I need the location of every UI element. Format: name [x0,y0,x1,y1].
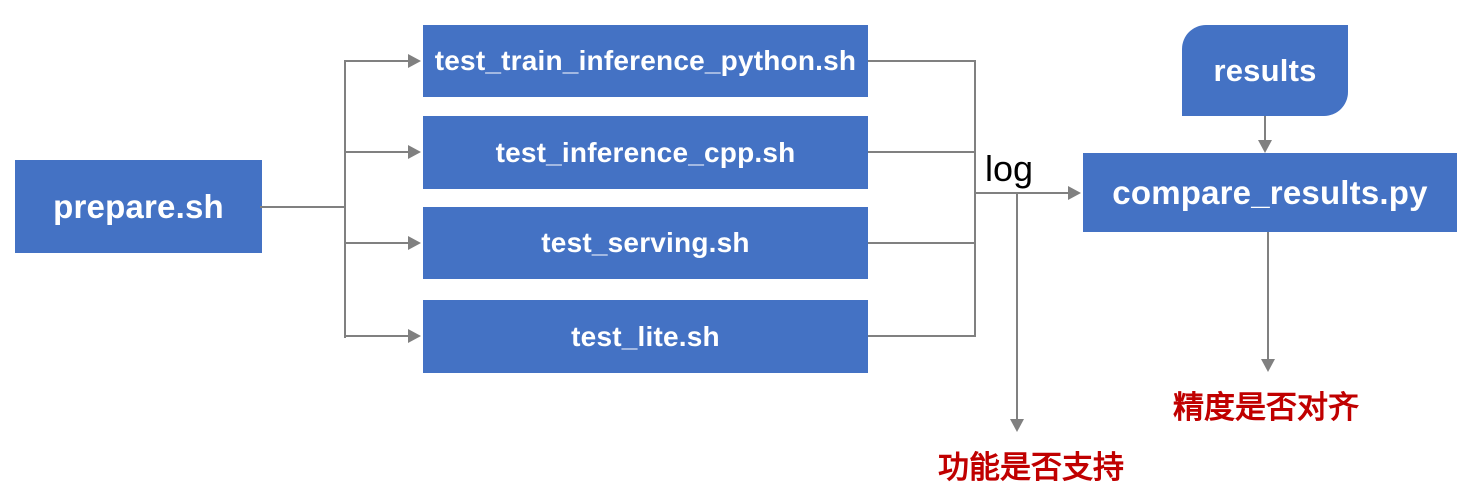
connector-branch-test1 [344,60,408,62]
arrowhead-into-compare-top-icon [1258,140,1272,153]
arrowhead-into-test4-icon [408,329,421,343]
connector-test2-out [868,151,976,153]
arrowhead-function-support-icon [1010,419,1024,432]
node-results: results [1182,25,1348,116]
node-prepare-sh: prepare.sh [15,160,262,253]
function-support-label: 功能是否支持 [938,450,1124,485]
connector-left-trunk [344,60,346,338]
node-test-train-inference-python-sh: test_train_inference_python.sh [423,25,868,97]
connector-branch-test3 [344,242,408,244]
connector-log-to-compare [974,192,1068,194]
arrowhead-into-compare-icon [1068,186,1081,200]
log-label: log [985,148,1034,189]
node-compare-results-py: compare_results.py [1083,153,1457,232]
connector-branch-test4 [344,335,408,337]
connector-test3-out [868,242,976,244]
arrowhead-into-test1-icon [408,54,421,68]
connector-test4-out [868,335,976,337]
arrowhead-into-test2-icon [408,145,421,159]
node-test-lite-sh: test_lite.sh [423,300,868,373]
node-test-inference-cpp-sh: test_inference_cpp.sh [423,116,868,189]
arrowhead-into-test3-icon [408,236,421,250]
precision-aligned-label: 精度是否对齐 [1173,390,1359,425]
arrowhead-precision-aligned-icon [1261,359,1275,372]
connector-results-to-compare [1264,116,1266,141]
connector-prepare-out [260,206,345,208]
connector-branch-test2 [344,151,408,153]
connector-log-drop [1016,192,1018,420]
connector-compare-drop [1267,232,1269,360]
connector-right-trunk [974,60,976,337]
node-test-serving-sh: test_serving.sh [423,207,868,279]
connector-test1-out [868,60,976,62]
